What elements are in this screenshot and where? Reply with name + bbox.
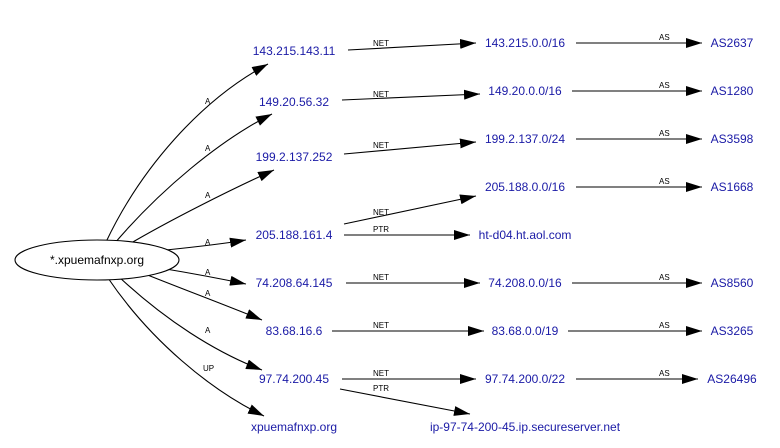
edge-root-h5 (159, 267, 247, 286)
edge-label-net: NET (373, 39, 389, 48)
edge-root-h8 (107, 277, 265, 417)
edge-label-a: A (205, 268, 211, 277)
edge-label-as: AS (659, 177, 670, 186)
edge-label-as: AS (659, 33, 670, 42)
ptr-node[interactable]: ht-d04.ht.aol.com (479, 228, 572, 242)
host-edge-labels: NET NET NET NET PTR NET NET NET PTR (373, 39, 389, 393)
edge-label-as: AS (659, 81, 670, 90)
edge-label-as: AS (659, 321, 670, 330)
edge-h2-n2 (341, 89, 481, 101)
edge-h7-p2 (339, 388, 471, 416)
net-edge-labels: AS AS AS AS AS AS AS (659, 33, 670, 378)
net-node[interactable]: 97.74.200.0/22 (485, 372, 565, 386)
host-nodes: 143.215.143.11 149.20.56.32 199.2.137.25… (251, 44, 337, 434)
edge-label-as: AS (659, 129, 670, 138)
as-nodes: AS2637 AS1280 AS3598 AS1668 AS8560 AS326… (707, 36, 757, 386)
edge-root-h6 (139, 271, 263, 321)
edge-h4-n4 (343, 194, 477, 225)
net-node[interactable]: 199.2.137.0/24 (485, 132, 565, 146)
edge-label-a: A (205, 144, 211, 153)
host-node[interactable]: 205.188.161.4 (256, 228, 333, 242)
as-node[interactable]: AS1668 (711, 180, 754, 194)
ptr-node[interactable]: ip-97-74-200-45.ip.secureserver.net (430, 420, 621, 434)
edge-label-as: AS (659, 369, 670, 378)
edge-label-ptr: PTR (373, 384, 389, 393)
net-node[interactable]: 205.188.0.0/16 (485, 180, 565, 194)
edge-label-a: A (205, 238, 211, 247)
edge-label-net: NET (373, 141, 389, 150)
root-edge-labels: A A A A A A A UP (203, 97, 214, 373)
host-node[interactable]: 143.215.143.11 (253, 44, 336, 58)
root-edges (105, 63, 275, 417)
host-node[interactable]: 97.74.200.45 (259, 372, 329, 386)
net-edges (568, 38, 702, 384)
host-edges (332, 38, 484, 416)
net-node[interactable]: 83.68.0.0/19 (492, 324, 559, 338)
as-node[interactable]: AS1280 (711, 84, 754, 98)
edge-label-net: NET (373, 90, 389, 99)
host-node[interactable]: 83.68.16.6 (266, 324, 323, 338)
as-node[interactable]: AS26496 (707, 372, 757, 386)
edge-root-h1 (105, 63, 269, 243)
edge-label-a: A (205, 191, 211, 200)
net-node[interactable]: 149.20.0.0/16 (488, 84, 562, 98)
edge-label-net: NET (373, 273, 389, 282)
edge-label-net: NET (373, 321, 389, 330)
edge-label-as: AS (659, 273, 670, 282)
edge-h3-n3 (343, 138, 477, 155)
edge-label-a: A (205, 326, 211, 335)
edge-label-a: A (205, 97, 211, 106)
as-node[interactable]: AS3598 (711, 132, 754, 146)
net-nodes: 143.215.0.0/16 149.20.0.0/16 199.2.137.0… (430, 36, 621, 434)
host-node[interactable]: 74.208.64.145 (256, 276, 333, 290)
as-node[interactable]: AS3265 (711, 324, 754, 338)
edge-root-h4 (165, 237, 247, 251)
net-node[interactable]: 143.215.0.0/16 (485, 36, 565, 50)
edge-h1-n1 (347, 38, 477, 51)
edge-root-h2 (113, 113, 273, 245)
root-node[interactable]: *.xpuemafnxp.org (14, 239, 180, 281)
edge-label-a: A (205, 289, 211, 298)
edge-root-h3 (125, 169, 275, 247)
edge-root-h7 (117, 275, 263, 371)
host-node[interactable]: xpuemafnxp.org (251, 420, 337, 434)
as-node[interactable]: AS8560 (711, 276, 754, 290)
root-node-label: *.xpuemafnxp.org (50, 253, 144, 267)
edge-label-net: NET (373, 369, 389, 378)
as-node[interactable]: AS2637 (711, 36, 754, 50)
root-node-ellipse (14, 239, 180, 281)
net-node[interactable]: 74.208.0.0/16 (488, 276, 562, 290)
host-node[interactable]: 199.2.137.252 (256, 150, 333, 164)
edge-label-ptr: PTR (373, 225, 389, 234)
edge-label-net: NET (373, 208, 389, 217)
edge-label-up: UP (203, 364, 214, 373)
host-node[interactable]: 149.20.56.32 (259, 95, 329, 109)
